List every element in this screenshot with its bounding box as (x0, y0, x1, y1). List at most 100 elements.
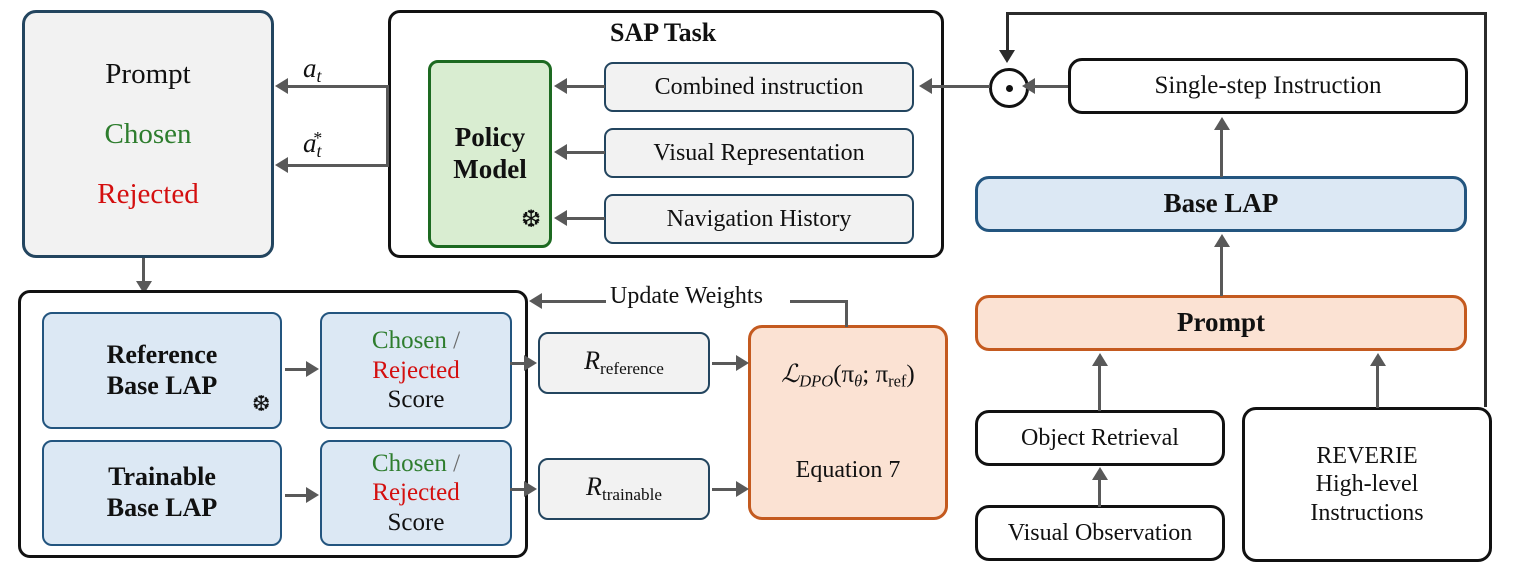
connector-objectretrieval-to-prompt (1098, 363, 1101, 411)
connector-operator-to-combined (930, 85, 990, 88)
connector-rtrainable-to-loss (712, 488, 740, 491)
arrowhead-rreference-to-loss (736, 355, 749, 371)
reference-score-label: Score (387, 386, 445, 414)
policy-model-line1: Policy (454, 122, 526, 153)
policy-model-box: Policy Model (428, 60, 552, 248)
arrowhead-rtrainable-to-loss (736, 481, 749, 497)
single-step-instruction-label: Single-step Instruction (1154, 72, 1382, 100)
reverie-line1: REVERIE (1316, 443, 1418, 470)
connector-combined-to-policy (565, 85, 605, 88)
arrowhead-visualobs-to-objectretrieval (1092, 467, 1108, 480)
base-lap-box: Base LAP (975, 176, 1467, 232)
reverie-instructions-box: REVERIE High-level Instructions (1242, 407, 1492, 562)
action-atstar-label: at* (303, 128, 322, 161)
arrowhead-trainmodel-to-trainscore (306, 487, 319, 503)
r-reference-box: Rreference (538, 332, 710, 394)
connector-rreference-to-loss (712, 362, 740, 365)
trainable-score-line1: Chosen / (372, 449, 460, 479)
reference-score-separator: / (453, 327, 461, 355)
arrowhead-refmodel-to-refscore (306, 361, 319, 377)
connector-feedback-top-horizontal (1006, 12, 1487, 15)
arrowhead-updateweights (529, 293, 542, 309)
connector-atstar-vertical (386, 85, 389, 167)
combined-instruction-box: Combined instruction (604, 62, 914, 112)
circled-dot-center (1005, 84, 1013, 92)
arrowhead-atstar (275, 157, 288, 173)
object-retrieval-label: Object Retrieval (1021, 424, 1179, 451)
connector-trainscore-to-rtrainable (510, 488, 528, 491)
reference-score-box: Chosen / Rejected Score (320, 312, 512, 429)
connector-prompt-to-baselap (1220, 244, 1223, 296)
connector-refmodel-to-refscore (285, 368, 309, 371)
trainable-score-chosen: Chosen (371, 449, 447, 477)
reverie-line3: Instructions (1310, 499, 1424, 526)
visual-observation-box: Visual Observation (975, 505, 1225, 561)
connector-updateweights-left (540, 300, 606, 303)
reference-score-chosen: Chosen (371, 327, 447, 355)
arrowhead-operator-to-combined (919, 78, 932, 94)
prompt-chosen-rejected-box: Prompt Chosen Rejected (22, 10, 274, 258)
snowflake-icon-reference: ❆ (252, 392, 271, 417)
arrowhead-combined-to-policy (554, 78, 567, 94)
connector-feedback-down-to-operator (1006, 12, 1009, 54)
action-at-label: at (303, 53, 322, 86)
reference-base-lap-box: Reference Base LAP (42, 312, 282, 429)
arrowhead-reverie-to-prompt (1370, 353, 1386, 366)
policy-model-line2: Model (453, 154, 527, 184)
connector-reverie-to-prompt (1376, 363, 1379, 408)
trainable-score-label: Score (387, 508, 445, 536)
connector-updateweights-vertical (845, 300, 848, 327)
single-step-instruction-box: Single-step Instruction (1068, 58, 1468, 114)
arrowhead-at (275, 78, 288, 94)
arrowhead-navhistory-to-policy (554, 210, 567, 226)
arrowhead-feedback-to-operator (999, 50, 1015, 63)
r-trainable-box: Rtrainable (538, 458, 710, 520)
navigation-history-label: Navigation History (666, 205, 852, 232)
connector-singlestep-to-operator (1028, 85, 1070, 88)
r-reference-label: Rreference (584, 346, 664, 379)
chosen-label: Chosen (104, 117, 192, 150)
base-lap-label: Base LAP (1163, 188, 1279, 219)
arrowhead-visual-to-policy (554, 144, 567, 160)
connector-feedback-right-vertical (1484, 12, 1487, 407)
update-weights-label: Update Weights (610, 283, 763, 309)
trainable-base-lap-line2: Base LAP (106, 493, 218, 522)
snowflake-icon: ❆ (521, 205, 542, 233)
reference-base-lap-line2: Base LAP (106, 370, 218, 400)
connector-prompt-to-dpo (142, 258, 145, 286)
connector-trainmodel-to-trainscore (285, 494, 309, 497)
reverie-line2: High-level (1315, 471, 1419, 498)
rejected-label: Rejected (97, 178, 199, 211)
arrowhead-singlestep-to-operator (1022, 78, 1035, 94)
arrowhead-objectretrieval-to-prompt (1092, 353, 1108, 366)
connector-updateweights-right (790, 300, 848, 303)
visual-observation-label: Visual Observation (1007, 519, 1193, 546)
sap-task-title: SAP Task (610, 18, 717, 47)
dpo-equation-label: Equation 7 (795, 457, 901, 484)
trainable-score-separator: / (453, 449, 461, 477)
connector-visual-to-policy (565, 151, 605, 154)
prompt-label: Prompt (105, 57, 191, 90)
trainable-base-lap-box: Trainable Base LAP (42, 440, 282, 546)
object-retrieval-box: Object Retrieval (975, 410, 1225, 466)
visual-representation-box: Visual Representation (604, 128, 914, 178)
trainable-score-rejected: Rejected (372, 479, 460, 507)
trainable-base-lap-line1: Trainable (108, 462, 216, 492)
dpo-loss-box: ℒDPO(πθ; πref) Equation 7 (748, 325, 948, 520)
connector-navhistory-to-policy (565, 217, 605, 220)
visual-representation-label: Visual Representation (653, 139, 865, 166)
arrowhead-refscore-to-rreference (524, 355, 537, 371)
connector-atstar-horizontal (286, 164, 389, 167)
reference-base-lap-line1: Reference (106, 339, 218, 369)
reference-score-rejected: Rejected (372, 356, 460, 384)
dpo-loss-formula: ℒDPO(πθ; πref) (781, 361, 915, 391)
connector-baselap-to-singlestep (1220, 127, 1223, 177)
arrowhead-trainscore-to-rtrainable (524, 481, 537, 497)
combined-instruction-label: Combined instruction (654, 73, 864, 100)
arrowhead-prompt-to-baselap (1214, 234, 1230, 247)
arrowhead-baselap-to-singlestep (1214, 117, 1230, 130)
connector-visualobs-to-objectretrieval (1098, 477, 1101, 507)
r-trainable-label: Rtrainable (586, 472, 662, 505)
connector-at-horizontal (286, 85, 389, 88)
